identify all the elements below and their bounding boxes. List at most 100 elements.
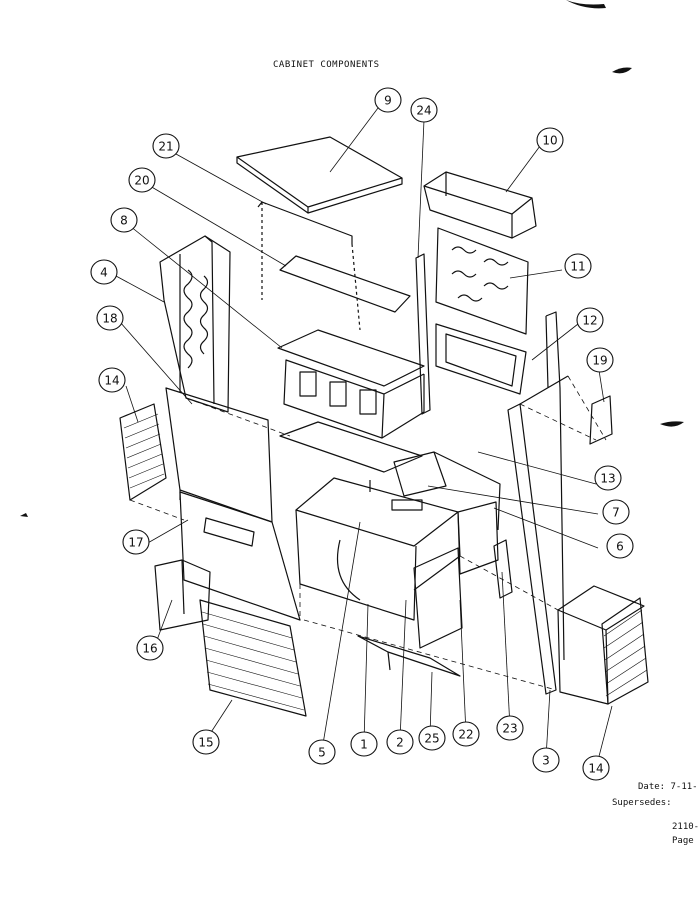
callout-number: 24 <box>416 104 431 118</box>
callout-number: 25 <box>424 732 439 746</box>
footer-supersedes: Supersedes: <box>612 798 672 808</box>
callout-circle <box>90 259 118 285</box>
callout-circle <box>496 715 524 741</box>
part-lower-front-panel <box>179 491 301 621</box>
callout-c23: 23 <box>496 715 524 741</box>
part-top-bracket <box>257 201 361 331</box>
callout-c3: 3 <box>532 747 560 773</box>
callout-c5: 5 <box>308 739 336 765</box>
callout-number: 4 <box>100 266 108 280</box>
part-blower-housing <box>277 329 425 473</box>
leader-lines <box>115 107 613 769</box>
callout-circle <box>586 347 614 373</box>
footer-page: Page <box>672 836 694 846</box>
part-front-panel <box>165 387 273 523</box>
callout-circle <box>536 127 564 153</box>
callout-c11: 11 <box>564 253 592 279</box>
callout-circle <box>192 729 220 755</box>
callout-number: 8 <box>120 214 128 228</box>
assembly-dashed-lines <box>129 375 607 691</box>
callout-circle <box>110 207 138 233</box>
diagram-title: CABINET COMPONENTS <box>273 60 380 70</box>
callout-c21: 21 <box>152 133 180 159</box>
part-vertical-post <box>415 253 431 415</box>
callout-circle <box>386 729 414 755</box>
callout-circle <box>564 253 592 279</box>
scan-marks <box>20 0 684 517</box>
part-right-side-box <box>557 585 645 705</box>
callout-number: 16 <box>142 642 157 656</box>
callout-number: 9 <box>384 94 392 108</box>
callout-circle <box>98 367 126 393</box>
callout-number: 18 <box>102 312 117 326</box>
callout-c4: 4 <box>90 259 118 285</box>
callout-number: 13 <box>600 472 615 486</box>
callout-number: 21 <box>158 140 173 154</box>
callout-c17: 17 <box>122 529 150 555</box>
callout-c2: 2 <box>386 729 414 755</box>
part-control-box <box>154 559 211 631</box>
part-grille-bottom <box>199 599 307 717</box>
callout-number: 6 <box>616 540 624 554</box>
callout-circle <box>576 307 604 333</box>
callout-circle <box>452 721 480 747</box>
part-small-bracket <box>493 539 513 599</box>
callout-c8: 8 <box>110 207 138 233</box>
callout-circle <box>374 87 402 113</box>
callout-circle <box>96 305 124 331</box>
part-top-panel <box>236 136 403 214</box>
part-grille-left <box>119 403 167 501</box>
callout-c20: 20 <box>128 167 156 193</box>
part-strip <box>279 255 411 313</box>
callout-c18: 18 <box>96 305 124 331</box>
callout-number: 17 <box>128 536 143 550</box>
part-base-tray <box>295 477 461 621</box>
callout-number: 2 <box>396 736 404 750</box>
callout-circle <box>152 133 180 159</box>
callout-c22: 22 <box>452 721 480 747</box>
callout-circle <box>602 499 630 525</box>
callout-circle <box>308 739 336 765</box>
callout-c10: 10 <box>536 127 564 153</box>
callout-circle <box>606 533 634 559</box>
part-label-plate <box>589 395 613 445</box>
callout-number: 12 <box>582 314 597 328</box>
part-top-rear-duct <box>423 171 537 239</box>
part-inner-bracket <box>393 451 501 575</box>
part-filter-panel <box>435 227 529 335</box>
callout-c14b: 14 <box>582 755 610 781</box>
callout-c16: 16 <box>136 635 164 661</box>
callout-number: 1 <box>360 738 368 752</box>
callout-circle <box>532 747 560 773</box>
callout-number: 19 <box>592 354 607 368</box>
part-grille-right <box>601 597 649 705</box>
part-base-rail <box>357 635 461 677</box>
part-left-side-panel <box>159 235 231 413</box>
callout-circle <box>410 97 438 123</box>
callout-c7: 7 <box>602 499 630 525</box>
callout-circle <box>418 725 446 751</box>
callout-c14a: 14 <box>98 367 126 393</box>
callout-number: 23 <box>502 722 517 736</box>
callout-c1: 1 <box>350 731 378 757</box>
callout-c9: 9 <box>374 87 402 113</box>
callout-number: 20 <box>134 174 149 188</box>
callout-c13: 13 <box>594 465 622 491</box>
callout-c25: 25 <box>418 725 446 751</box>
callout-c15: 15 <box>192 729 220 755</box>
callout-c24: 24 <box>410 97 438 123</box>
callout-circle <box>122 529 150 555</box>
footer-code: 2110- <box>672 822 699 832</box>
callout-circle <box>582 755 610 781</box>
callout-c12: 12 <box>576 307 604 333</box>
callout-number: 11 <box>570 260 585 274</box>
callout-number: 22 <box>458 728 473 742</box>
callout-number: 5 <box>318 746 326 760</box>
callout-number: 14 <box>104 374 119 388</box>
callout-number: 14 <box>588 762 603 776</box>
callout-circle <box>350 731 378 757</box>
callout-number: 15 <box>198 736 213 750</box>
callout-number: 7 <box>612 506 620 520</box>
